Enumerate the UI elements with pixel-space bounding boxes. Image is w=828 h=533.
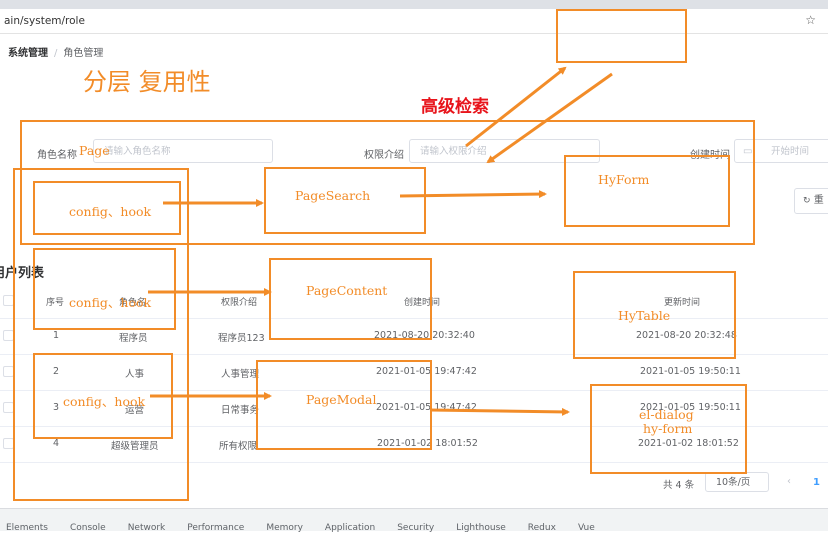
annotation-hy-table: HyTable <box>618 308 671 323</box>
row-updated: 2021-01-02 18:01:52 <box>638 438 739 449</box>
devtools-tab[interactable]: Lighthouse <box>456 523 506 533</box>
devtools-tab[interactable]: Security <box>397 523 435 533</box>
start-time-placeholder: 开始时间 <box>771 146 810 157</box>
annotation-page-box <box>13 168 189 501</box>
annotation-page-search-box <box>264 167 426 234</box>
devtools-tabs: Elements Console Network Performance Memory A… <box>6 523 617 533</box>
annotation-config-hook-box-2 <box>33 248 176 330</box>
row-index: 4 <box>53 438 60 449</box>
arrow-down-to-form <box>486 72 613 164</box>
annotation-page-content: PageContent <box>306 283 388 298</box>
annotation-page-modal: PageModal <box>306 392 377 407</box>
column-header-created: 创建时间 <box>404 298 441 308</box>
row-created: 2021-01-02 18:01:52 <box>377 438 478 449</box>
annotation-hy-form-box <box>564 155 730 227</box>
row-index: 1 <box>53 330 60 341</box>
devtools-tab[interactable]: Memory <box>266 523 303 533</box>
row-created: 2021-01-05 19:47:42 <box>376 402 477 413</box>
row-index: 3 <box>53 402 60 413</box>
annotation-page-search: PageSearch <box>295 188 371 203</box>
refresh-icon: ↻ <box>803 196 811 206</box>
annotation-search-region-box <box>20 120 755 245</box>
role-name-input[interactable]: 请输入角色名称 <box>93 139 273 163</box>
reset-button[interactable]: ↻ 重 <box>794 188 828 214</box>
column-header-name: 角色名 <box>119 298 147 308</box>
row-divider <box>0 462 828 463</box>
column-header-intro: 权限介绍 <box>221 298 258 308</box>
devtools-tab[interactable]: Performance <box>187 523 245 533</box>
page-1-button[interactable]: 1 <box>813 477 820 488</box>
annotation-advanced-search: 高级检索 <box>421 97 489 117</box>
row-updated: 2021-08-20 20:32:48 <box>636 330 737 341</box>
row-divider <box>0 354 828 355</box>
browser-tab-strip <box>0 0 828 9</box>
column-header-updated: 更新时间 <box>664 298 701 308</box>
row-updated: 2021-01-05 19:50:11 <box>640 402 741 413</box>
row-role-name: 程序员 <box>119 333 148 344</box>
annotation-box-top-right <box>556 9 687 63</box>
annotation-title: 分层 复用性 <box>83 68 211 96</box>
devtools-tab[interactable]: Redux <box>527 523 556 533</box>
row-intro: 所有权限 <box>219 441 258 452</box>
annotation-el-dialog-box <box>590 384 747 474</box>
annotation-hy-form: HyForm <box>598 172 650 187</box>
annotation-config-hook-box-1 <box>33 181 181 235</box>
devtools-tab[interactable]: Network <box>127 523 166 533</box>
annotation-page-label: Page <box>79 143 110 158</box>
devtools-tab[interactable]: Elements <box>6 523 48 533</box>
row-created: 2021-08-20 20:32:40 <box>374 330 475 341</box>
arrow-page-modal-to-el-dialog <box>429 407 570 416</box>
annotation-config-hook-3: config、hook <box>63 394 146 409</box>
row-intro: 程序员123 <box>218 333 265 344</box>
calendar-icon: ▭ <box>743 146 753 157</box>
devtools-tab[interactable]: Console <box>69 523 106 533</box>
start-time-input[interactable]: 开始时间 ▭ <box>734 139 828 163</box>
role-name-label: 角色名称 <box>37 150 77 161</box>
annotation-config-hook-2: config、hook <box>69 295 152 310</box>
column-header-index: 序号 <box>46 298 65 308</box>
annotation-hy-table-box <box>573 271 736 359</box>
bookmark-star-icon[interactable]: ☆ <box>805 13 816 27</box>
breadcrumb: 系统管理 / 角色管理 <box>8 44 103 59</box>
breadcrumb-parent[interactable]: 系统管理 <box>8 48 48 59</box>
pagination-total: 共 4 条 <box>663 480 695 491</box>
annotation-hy-form-2: hy-form <box>643 421 693 436</box>
breadcrumb-separator: / <box>54 48 58 59</box>
row-role-name: 运营 <box>125 405 145 416</box>
annotation-page-content-box <box>269 258 432 340</box>
devtools-tab-strip: Elements Console Network Performance Memory A… <box>0 508 828 533</box>
breadcrumb-current: 角色管理 <box>63 48 104 59</box>
row-intro: 人事管理 <box>221 369 260 380</box>
intro-label: 权限介绍 <box>364 150 404 161</box>
row-divider <box>0 426 828 427</box>
prev-page-button[interactable]: ‹ <box>787 476 791 487</box>
header-divider <box>0 318 828 319</box>
row-index: 2 <box>53 366 60 377</box>
arrow-page-search-to-hy-form <box>399 190 547 199</box>
annotation-config-hook-1: config、hook <box>69 204 152 219</box>
arrow-up-to-top-right-box <box>465 66 567 148</box>
row-role-name: 超级管理员 <box>111 441 159 452</box>
devtools-tab[interactable]: Application <box>324 523 376 533</box>
reset-label: 重 <box>813 195 824 206</box>
row-created: 2021-01-05 19:47:42 <box>376 366 477 377</box>
row-role-name: 人事 <box>125 369 145 380</box>
row-intro: 日常事务 <box>221 405 260 416</box>
row-updated: 2021-01-05 19:50:11 <box>640 366 741 377</box>
annotation-el-dialog: el-dialog <box>639 407 694 422</box>
address-bar[interactable]: ain/system/role ☆ <box>0 9 828 34</box>
annotation-page-modal-box <box>256 360 432 450</box>
url-text: ain/system/role <box>4 15 85 27</box>
devtools-tab[interactable]: Vue <box>577 523 595 533</box>
row-divider <box>0 390 828 391</box>
